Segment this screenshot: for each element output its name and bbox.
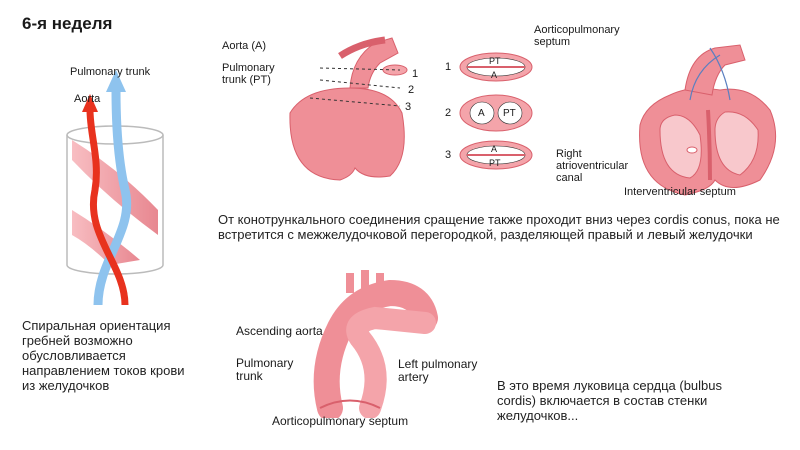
interventricular-septum-label: Interventricular septum — [624, 186, 736, 198]
aorta-arrowhead — [82, 94, 98, 112]
section-line-2 — [319, 79, 401, 89]
cs3-bottom: PT — [489, 158, 501, 168]
cs1-top: PT — [489, 56, 501, 66]
spiral-cylinder-diagram — [66, 70, 164, 306]
cylinder-walls — [66, 135, 164, 265]
bottom-pulmonary-trunk-label: Pulmonary trunk — [236, 356, 294, 383]
ascending-aorta-label: Ascending aorta — [236, 324, 323, 338]
cross-sections — [459, 52, 533, 170]
pulmonary-trunk-vessel — [346, 306, 436, 418]
outflow-heart-diagram — [289, 36, 408, 181]
top-aorta-label: Aorta (A) — [222, 40, 267, 52]
pulmonary-branch — [382, 64, 408, 76]
cs1-number: 1 — [445, 61, 452, 73]
septum-line — [319, 399, 381, 409]
right-av-canal-label: Right atrioventricular canal — [556, 148, 629, 184]
twisted-vessels-diagram — [313, 270, 438, 418]
heart-section-diagram — [639, 44, 777, 196]
section-number-1: 1 — [412, 68, 419, 80]
ascending-aorta-vessel — [313, 279, 438, 418]
middle-description: От конотрункального соединения сращение … — [218, 212, 780, 242]
section-line-1 — [319, 67, 401, 71]
bottom-right-description: В это время луковица сердца (bulbus cord… — [497, 378, 723, 423]
spiral-ridge-lower — [72, 210, 140, 265]
av-canal-opening — [686, 146, 698, 154]
section-number-3: 3 — [405, 101, 412, 113]
arch-branches — [346, 270, 384, 293]
outflow-vessels — [684, 44, 746, 96]
cs2-number: 2 — [445, 107, 452, 119]
right-ventricle-cavity — [659, 114, 702, 179]
section-2-left-lumen — [469, 101, 495, 125]
cs2-left: A — [478, 108, 485, 119]
cross-section-septum-label: Aorticopulmonary septum — [534, 24, 620, 48]
cs3-number: 3 — [445, 149, 452, 161]
section-number-2: 2 — [408, 84, 415, 96]
left-pulmonary-artery-label: Left pulmonary artery — [398, 357, 478, 384]
section-2-right-lumen — [497, 101, 523, 125]
aorta-flow-arrow — [86, 109, 129, 306]
blood-flow-path-2 — [709, 47, 731, 101]
outflow-trunk — [349, 37, 399, 89]
cs1-bottom: A — [491, 70, 498, 80]
left-caption: Спиральная ориентация гребней возможно о… — [22, 318, 185, 393]
page-title: 6-я неделя — [22, 14, 113, 33]
pulmonary-arrowhead — [106, 70, 126, 92]
pulmonary-flow-arrow — [93, 89, 132, 306]
left-ventricle-cavity — [714, 111, 759, 176]
bottom-septum-label: Aorticopulmonary septum — [272, 414, 409, 428]
cs3-top: A — [491, 144, 498, 154]
interventricular-septum — [706, 109, 712, 181]
top-pulmonary-trunk-label: Pulmonary trunk (PT) — [222, 62, 275, 86]
aorta-label: Aorta — [74, 93, 101, 105]
pulmonary-trunk-label: Pulmonary trunk — [70, 66, 151, 78]
cs2-right: PT — [503, 108, 516, 119]
aortic-arch — [338, 36, 386, 59]
